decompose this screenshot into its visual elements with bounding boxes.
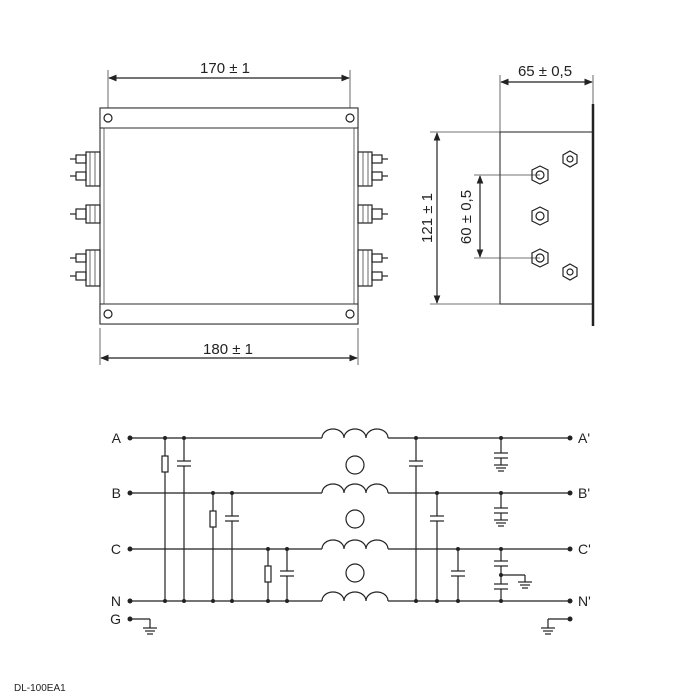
wire-g: [127, 616, 573, 635]
x-capacitor-a: [177, 436, 191, 603]
ground-nut-icon: [562, 263, 578, 281]
wire-a: [127, 428, 573, 441]
bleeder-resistor-a: [161, 436, 169, 603]
output-label-c: C': [578, 541, 591, 557]
output-label-a: A': [578, 430, 590, 446]
output-label-b: B': [578, 485, 590, 501]
wire-n: [127, 591, 573, 604]
top-flange: [99, 107, 359, 129]
terminal-nut-icon: [531, 206, 549, 226]
input-label-a: A: [112, 430, 122, 446]
body-inner-panel: [103, 127, 355, 305]
filter-body: [99, 107, 359, 325]
terminal-nut-icon: [531, 165, 549, 185]
y-capacitor-b: [494, 491, 508, 527]
front-view: 170 ± 1: [70, 60, 388, 365]
y-capacitor-a: [494, 436, 508, 472]
x-capacitor-c: [280, 547, 294, 603]
side-view: 65 ± 0,5 121 ± 1 60 ± 0,5: [419, 63, 595, 326]
choke-coil-icon: [321, 591, 389, 602]
right-terminals: [357, 151, 388, 287]
top-width-label: 170 ± 1: [200, 60, 250, 77]
input-label-b: B: [112, 485, 121, 501]
input-label-g: G: [110, 611, 121, 627]
y-capacitor-c-n: [494, 547, 532, 603]
x-capacitor-out-b: [430, 491, 444, 603]
input-label-n: N: [111, 593, 121, 609]
height-label: 121 ± 1: [419, 193, 436, 243]
x-capacitor-b: [225, 491, 239, 603]
terminal-nut-icon: [531, 248, 549, 268]
bottom-flange: [99, 303, 359, 325]
x-capacitor-out-c: [451, 547, 465, 603]
choke-coil-icon: [321, 539, 389, 550]
mount-hole-icon: [103, 309, 113, 319]
wire-c: [127, 539, 573, 552]
model-code: DL-100EA1: [14, 683, 66, 694]
wire-b: [127, 483, 573, 496]
choke-coil-icon: [321, 428, 389, 439]
ground-nut-icon: [562, 150, 578, 168]
bleeder-resistor-c: [264, 547, 272, 603]
bleeder-resistor-b: [209, 491, 217, 603]
bottom-width-label: 180 ± 1: [203, 341, 253, 358]
input-label-c: C: [111, 541, 121, 557]
x-capacitor-out-a: [409, 436, 423, 603]
output-label-n: N': [578, 593, 591, 609]
choke-coil-icon: [321, 483, 389, 494]
left-terminals: [70, 151, 101, 287]
terminal-spacing-label: 60 ± 0,5: [458, 190, 475, 244]
circuit-schematic: A B C N G A' B' C' N': [110, 428, 591, 635]
mount-hole-icon: [345, 309, 355, 319]
core-circle-icon: [345, 455, 365, 475]
mount-hole-icon: [103, 113, 113, 123]
side-body: [499, 131, 594, 305]
core-circle-icon: [345, 563, 365, 583]
mount-hole-icon: [345, 113, 355, 123]
core-circle-icon: [345, 509, 365, 529]
depth-label: 65 ± 0,5: [518, 63, 572, 80]
